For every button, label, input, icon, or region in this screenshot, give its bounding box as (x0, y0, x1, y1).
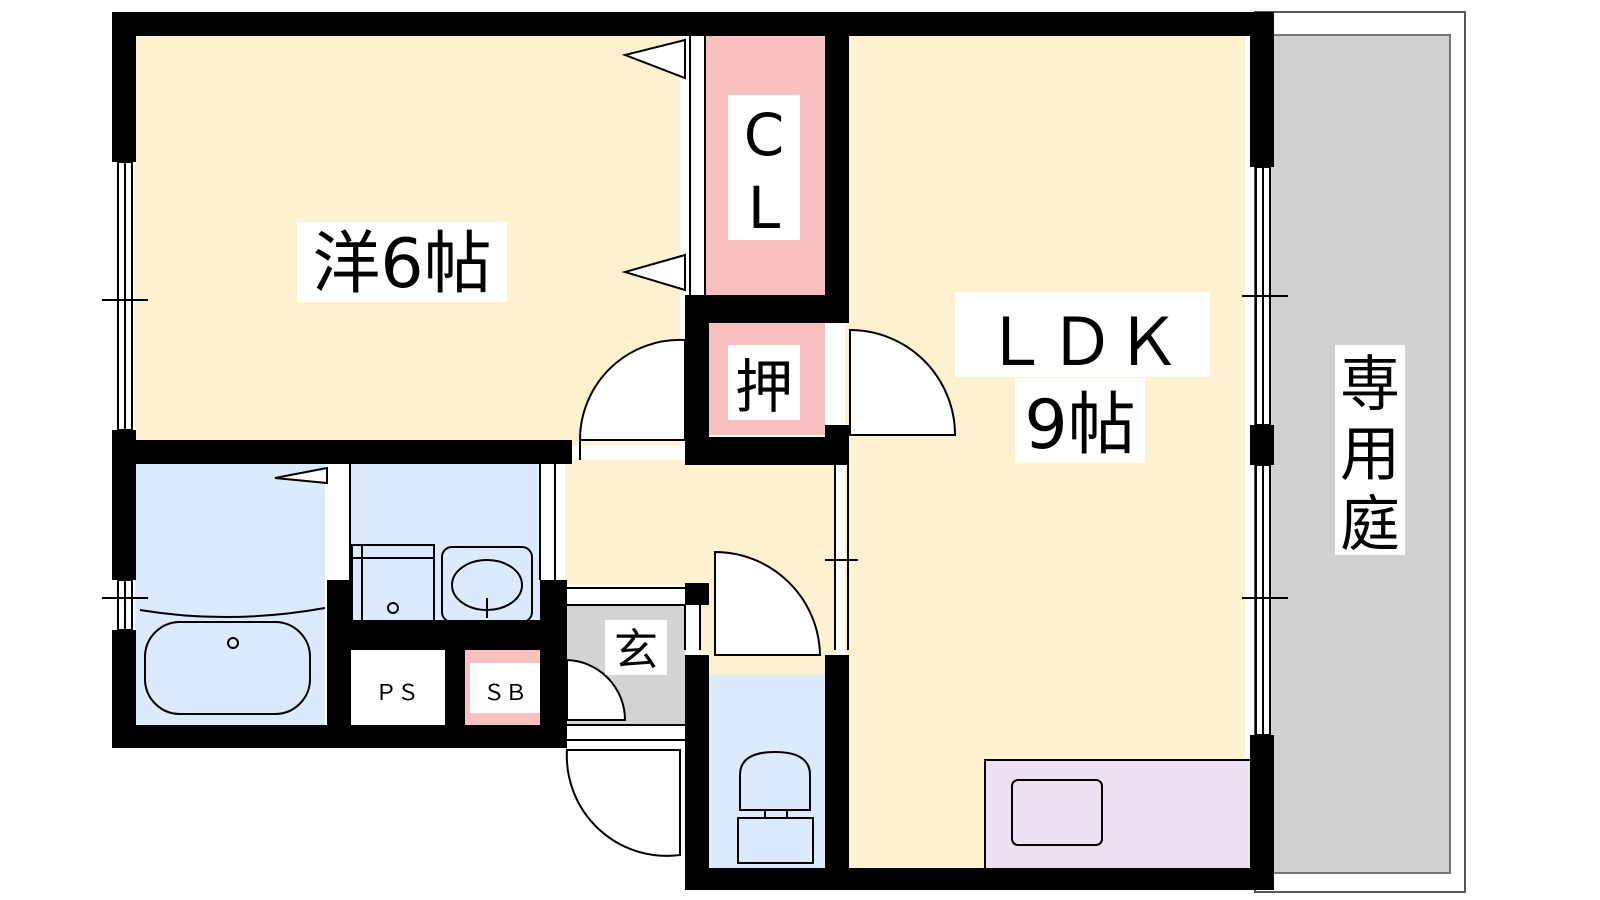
sink-icon (1011, 779, 1103, 846)
hall-floor (565, 460, 835, 585)
walls (112, 12, 1274, 890)
genkan-label-bg (605, 620, 667, 675)
sb-label-bg (470, 663, 540, 713)
sb-label: ＳＢ (483, 681, 527, 706)
ps-label: ＰＳ (375, 681, 419, 706)
closet-label-bg (728, 95, 800, 240)
wash-basin-icon (441, 546, 533, 623)
garden-label-1: 専 (1340, 350, 1400, 420)
kitchen-counter (984, 759, 1256, 871)
private-garden (1254, 11, 1466, 893)
oshiire-label: 押 (735, 353, 793, 421)
ldk-label-bg (955, 292, 1210, 377)
bath-fill (135, 460, 325, 725)
garden-label-2: 用 (1340, 420, 1400, 490)
bathtub-icon (139, 607, 326, 715)
western-room-label: 洋6帖 (312, 225, 491, 304)
ps-fill (350, 650, 445, 725)
partitions (349, 35, 849, 741)
ldk-size-label: 9帖 (1024, 386, 1135, 465)
genkan-label: 玄 (614, 625, 658, 676)
toilet-icon (737, 750, 814, 864)
toilet-fill (705, 675, 825, 870)
windows (102, 161, 1288, 736)
doors (274, 38, 957, 857)
ldk-label: ＬＤＫ (983, 304, 1181, 381)
washroom-fill (350, 460, 540, 620)
closet-label-l: L (748, 174, 780, 242)
closet-label-c: C (744, 101, 785, 169)
ldk-size-label-bg (1015, 378, 1145, 463)
washing-machine-icon (351, 544, 435, 624)
oshiire-label-bg (728, 345, 800, 420)
garden-label-bg (1335, 345, 1405, 555)
garden-label-3: 庭 (1340, 490, 1400, 560)
western-label-bg (297, 222, 507, 302)
